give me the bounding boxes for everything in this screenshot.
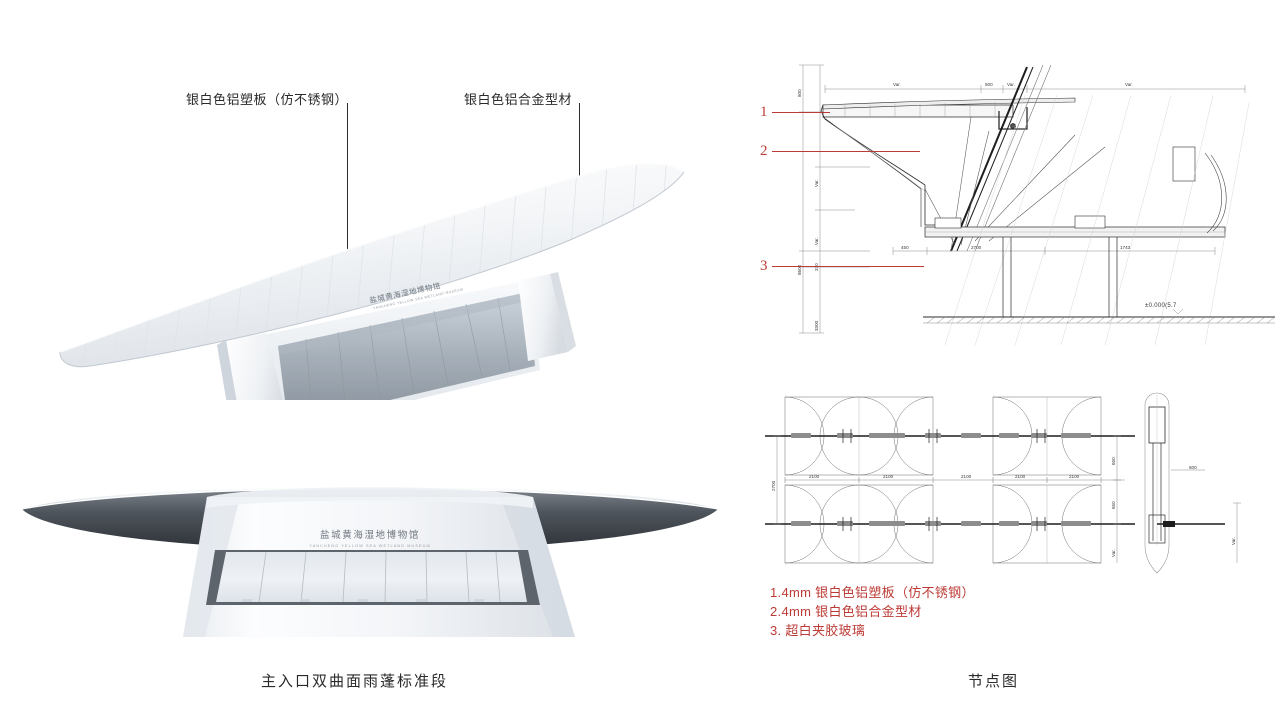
render-elevation: 盐城黄海湿地博物馆 YANCHENG YELLOW SEA WETLAND MU…	[0, 462, 740, 642]
dim-800: 800	[797, 89, 802, 97]
plan-dim-var-a: Var.	[1111, 549, 1116, 557]
plan-dim-650-b: 650	[1111, 501, 1116, 509]
dim-var-top-3: Var.	[1125, 82, 1133, 87]
section-curved-bracket	[1204, 152, 1227, 234]
section-marker-2: 2	[760, 143, 768, 159]
plan-lower-nodes	[791, 521, 1091, 526]
perspective-leg-left	[217, 333, 283, 400]
section-marker-3: 3	[760, 258, 768, 274]
plan-dim-2100-a: 2100	[809, 474, 820, 479]
plan-upper-connectors	[842, 429, 1046, 443]
dim-2700: 2700	[971, 245, 982, 250]
legend-item-2: 2.4mm 银白色铝合金型材	[770, 604, 922, 619]
perspective-leg-right	[518, 272, 576, 361]
callout-leader-panel	[347, 103, 348, 275]
plan-dim-2100-b: 2100	[883, 474, 894, 479]
section-top-dim-line	[824, 85, 1246, 93]
material-legend: 1.4mm 银白色铝塑板（仿不锈钢） 2.4mm 银白色铝合金型材 3. 超白夹…	[770, 583, 975, 640]
section-bottom-dim-line	[892, 247, 1216, 255]
section-canopy-assembly	[820, 97, 1076, 227]
plan-dim-2100-e: 2100	[1069, 474, 1080, 479]
caption-right: 节点图	[968, 673, 1020, 690]
section-marker-3-leader	[772, 266, 924, 267]
dim-var-2: Var.	[814, 237, 819, 245]
section-marker-2-leader	[772, 151, 920, 152]
callout-label-panel: 银白色铝塑板（仿不锈钢）	[186, 92, 349, 107]
elevation-glazing	[206, 550, 540, 605]
dim-var-top-2: Var.	[1007, 82, 1015, 87]
section-bottom-dimensions: 450 2700 1743	[901, 245, 1131, 250]
plan-dim-var-b: Var.	[1231, 537, 1236, 545]
elevation-signage: 盐城黄海湿地博物馆 YANCHENG YELLOW SEA WETLAND MU…	[309, 529, 430, 548]
drawing-section: 800 Var. Var. 370 8600 3300 Var. 500 Var…	[775, 55, 1275, 345]
dim-1743: 1743	[1120, 245, 1131, 250]
section-floor-band	[924, 146, 1226, 238]
plan-mullion-detail	[1144, 392, 1225, 574]
section-marker-1-leader	[772, 112, 830, 113]
plan-dim-line-mid	[784, 477, 1125, 483]
plan-dim-650-a: 650	[1111, 457, 1116, 465]
plan-lower-connectors	[842, 517, 1046, 531]
elevation-signage-en: YANCHENG YELLOW SEA WETLAND MUSEUM	[309, 544, 430, 548]
section-curtain-wall	[950, 64, 1052, 252]
section-context-lines	[944, 94, 1250, 345]
section-elevation-marker: ±0.000(5.7	[1145, 303, 1184, 315]
dim-450: 450	[901, 245, 909, 250]
plan-dim-line-right	[1113, 435, 1121, 563]
caption-left: 主入口双曲面雨蓬标准段	[261, 673, 449, 690]
section-ground	[923, 316, 1275, 324]
drawing-plan: 2100 2100 2100 2100 2100 2700 650	[765, 385, 1270, 575]
plan-dim-2100-c: 2100	[961, 474, 972, 479]
plan-mullion-dims	[1171, 469, 1241, 563]
plan-dim-600: 600	[1189, 465, 1197, 470]
legend-item-3: 3. 超白夹胶玻璃	[770, 623, 866, 638]
elevation-signage-cn: 盐城黄海湿地博物馆	[320, 529, 420, 541]
perspective-entrance	[262, 280, 540, 400]
callout-leader-profile	[579, 103, 580, 223]
plan-dim-2100-d: 2100	[1015, 474, 1026, 479]
dim-3300: 3300	[814, 320, 819, 331]
elevation-note-text: ±0.000(5.7	[1145, 303, 1177, 309]
plan-dimensions-vertical-right: 650 650 Var.	[1111, 457, 1116, 557]
dim-8600: 8600	[797, 264, 802, 275]
plan-dim-line-left	[773, 435, 781, 525]
render-perspective: 盐城黄海湿地博物馆 YANCHENG YELLOW SEA WETLAND MU…	[30, 140, 690, 400]
legend-item-1: 1.4mm 银白色铝塑板（仿不锈钢）	[770, 585, 975, 600]
dim-var-top-1: Var.	[893, 82, 901, 87]
dim-var-1: Var.	[814, 179, 819, 187]
section-foundation	[1002, 237, 1118, 317]
section-marker-1: 1	[760, 104, 768, 120]
dim-500: 500	[985, 82, 993, 87]
callout-label-profile: 银白色铝合金型材	[464, 92, 573, 107]
section-top-dimensions: Var. 500 Var. Var.	[893, 82, 1133, 87]
plan-dim-2700: 2700	[771, 480, 776, 491]
plan-dimensions-horizontal: 2100 2100 2100 2100 2100	[809, 474, 1080, 479]
